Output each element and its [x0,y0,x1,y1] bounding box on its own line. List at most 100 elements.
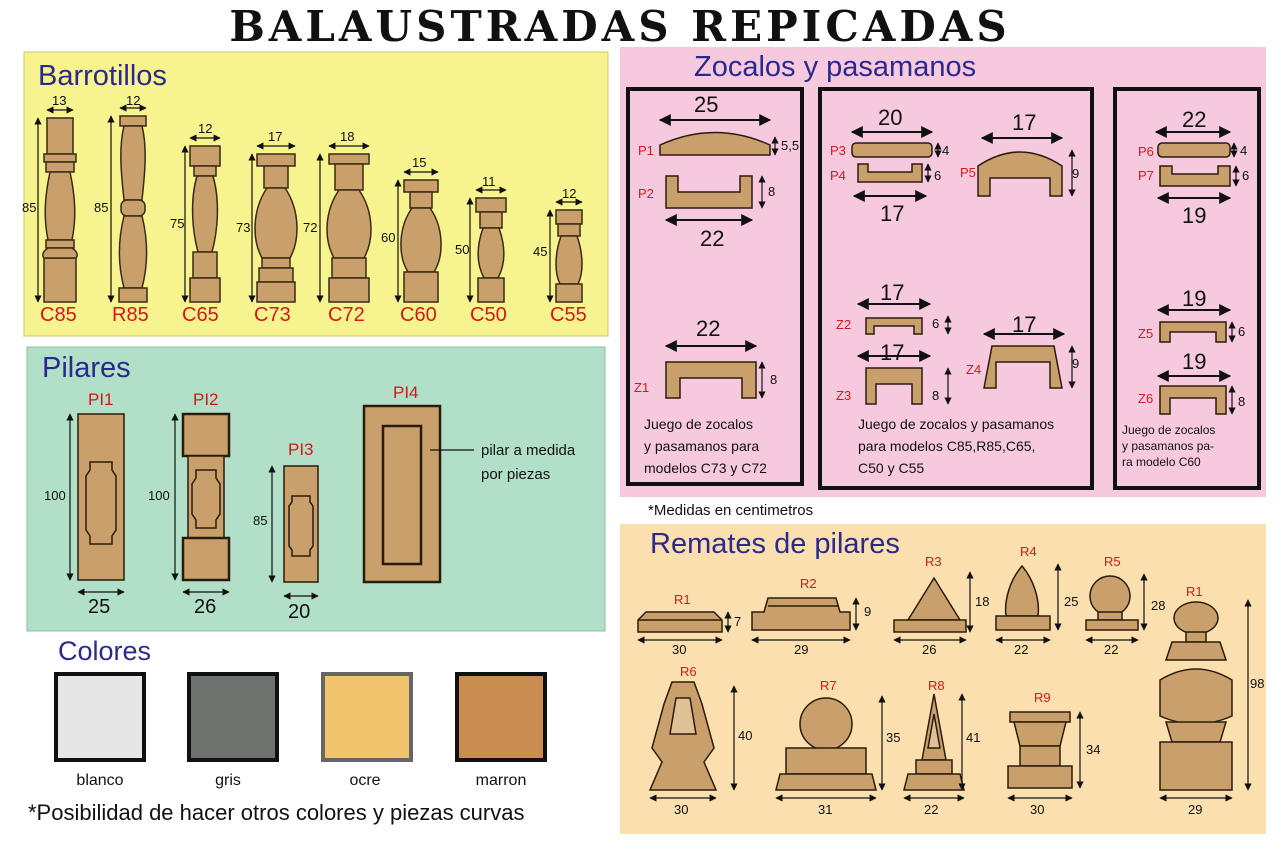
finial-code: R9 [1034,690,1051,705]
finial-r1-flat [637,611,723,633]
swatch-blanco [54,672,146,762]
baluster-width: 15 [412,155,427,170]
profile-p3 [851,142,933,158]
dim: 22 [1182,107,1207,132]
profile-p5 [977,151,1063,197]
color-label: gris [215,772,241,789]
desc: C50 y C55 [858,460,925,476]
baluster-code: R85 [112,304,149,326]
zocalo-group-c85-c55 [818,87,1094,490]
balusters [42,115,583,303]
code: P5 [960,165,976,180]
baluster-code: C60 [400,304,437,326]
pillar-width: 20 [288,601,311,623]
baluster-dimensions [34,104,583,303]
pillar-height: 100 [44,488,66,503]
zocalo-dimensions [658,114,1240,415]
baluster-code: C50 [470,304,507,326]
colores-heading: Colores [58,636,152,666]
code: P3 [830,143,846,158]
code: P6 [1138,144,1154,159]
pillar-pi2 [181,412,231,582]
finial-width: 26 [922,642,937,657]
finial-height: 28 [1151,598,1166,613]
page-title: BALAUSTRADAS REPICADAS [229,2,1011,51]
dim: 4 [1240,143,1248,158]
zocalo-shapes [659,131,1231,415]
profile-z4 [983,345,1063,389]
finial-height: 9 [864,604,872,619]
finial-width: 30 [672,642,687,657]
profile-p7 [1159,165,1231,187]
baluster-width: 11 [482,174,496,189]
finial-r1-tall [1159,601,1233,791]
zocalos-footnote: *Medidas en centimetros [648,502,814,519]
colores-footnote: *Posibilidad de hacer otros colores y pi… [28,800,525,825]
dim: 19 [1182,203,1207,228]
finial-height: 7 [734,614,742,629]
finial-width: 22 [1104,642,1119,657]
baluster-r85 [118,115,148,303]
finial-width: 30 [1030,802,1045,817]
dim: 17 [1012,312,1037,337]
pillar-dimensions [66,413,474,600]
pillar-code: PI2 [193,390,219,409]
finial-code: R2 [800,576,817,591]
color-label: marron [475,772,527,789]
code: Z4 [966,362,982,377]
pillar-note-line2: por piezas [481,466,551,483]
dim: 6 [1238,324,1246,339]
finial-code: R3 [925,554,942,569]
profile-p4 [857,163,923,183]
code: P4 [830,168,846,183]
baluster-code: C73 [254,304,291,326]
dim: 9 [1072,166,1080,181]
color-label: ocre [349,772,381,789]
desc: y pasamanos para [644,438,760,454]
pillar-width: 25 [88,596,111,618]
profile-z1 [665,361,757,399]
pilares-heading: Pilares [42,352,131,384]
finial-code: R1 [674,592,691,607]
baluster-height: 45 [533,244,548,259]
dim: 6 [934,168,942,183]
code: Z3 [836,388,852,403]
finial-r6 [648,681,718,791]
desc: y pasamanos pa- [1122,439,1215,453]
dim: 5,5 [781,138,800,153]
dim: 9 [1072,356,1080,371]
pillar-width: 26 [194,596,217,618]
baluster-width: 13 [52,93,67,108]
finial-r9 [1007,711,1073,789]
dim: 22 [700,226,725,251]
finial-code: R1 [1186,584,1203,599]
baluster-c60 [400,179,442,303]
baluster-width: 12 [198,121,213,136]
dim: 8 [932,388,940,403]
baluster-height: 73 [236,220,251,235]
code: P1 [638,143,654,158]
baluster-height: 60 [381,230,396,245]
baluster-width: 12 [126,93,141,108]
dim: 19 [1182,286,1207,311]
baluster-c85 [42,117,78,303]
profile-z5 [1159,321,1227,343]
zocalos-heading: Zocalos y pasamanos [694,51,977,83]
profile-z6 [1159,385,1227,415]
profile-z2 [865,317,923,335]
code: Z2 [836,317,852,332]
finial-r5 [1085,575,1139,631]
pillar-note-line1: pilar a medida [481,442,576,459]
finial-r7 [775,697,877,791]
pillar-code: PI4 [393,383,419,402]
finial-height: 34 [1086,742,1101,757]
pillar-pi3 [283,465,319,583]
dim: 8 [770,372,778,387]
baluster-c55 [555,209,583,303]
baluster-height: 72 [303,220,318,235]
profile-p2 [665,175,753,209]
finial-width: 29 [1188,802,1203,817]
code: Z5 [1138,326,1154,341]
finial-height: 18 [975,594,990,609]
